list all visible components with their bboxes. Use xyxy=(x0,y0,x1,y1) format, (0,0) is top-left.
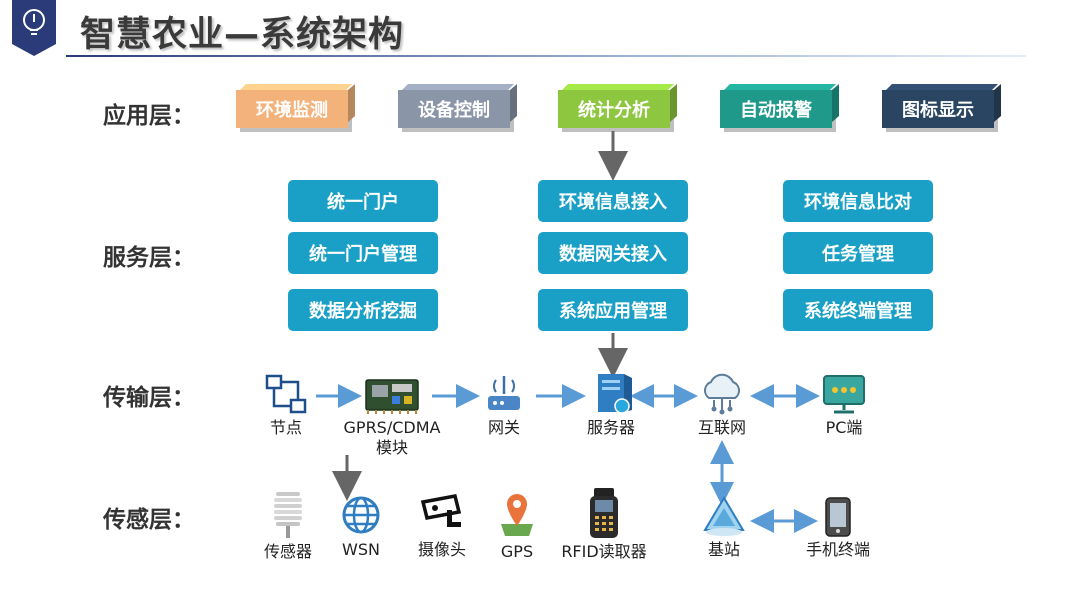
sensing-base-station[interactable]: 基站 xyxy=(694,494,754,560)
internet-label: 互联网 xyxy=(697,418,746,437)
transport-node[interactable]: 节点 xyxy=(256,372,316,438)
pc-label: PC端 xyxy=(825,418,863,437)
node-icon xyxy=(265,374,307,414)
sensing-gps[interactable]: GPS xyxy=(492,490,542,562)
internet-icon xyxy=(704,373,740,415)
layer-label-service: 服务层： xyxy=(103,245,195,271)
app-box-environment-monitoring[interactable]: 环境监测 xyxy=(236,90,348,128)
service-box[interactable]: 环境信息接入 xyxy=(538,180,688,222)
sensing-mobile[interactable]: 手机终端 xyxy=(796,496,880,560)
module-label: 模块 xyxy=(375,438,408,457)
layer-label-application: 应用层： xyxy=(103,103,195,129)
service-box[interactable]: 环境信息比对 xyxy=(783,180,933,222)
service-box[interactable]: 统一门户 xyxy=(288,180,438,222)
gprs-module-icon xyxy=(365,379,419,414)
camera-icon xyxy=(420,493,462,527)
base-station-label: 基站 xyxy=(707,540,740,559)
server-label: 服务器 xyxy=(586,418,635,437)
service-box[interactable]: 任务管理 xyxy=(783,232,933,274)
sensor-icon xyxy=(274,492,302,538)
app-box-label: 设备控制 xyxy=(418,100,490,121)
app-box-statistics[interactable]: 统计分析 xyxy=(558,90,670,128)
app-box-device-control[interactable]: 设备控制 xyxy=(398,90,510,128)
service-box[interactable]: 系统应用管理 xyxy=(538,289,688,331)
wsn-label: WSN xyxy=(342,540,380,559)
lightbulb-badge-icon xyxy=(12,0,56,56)
server-icon xyxy=(598,374,632,414)
camera-label: 摄像头 xyxy=(417,540,466,559)
app-box-auto-alarm[interactable]: 自动报警 xyxy=(720,90,832,128)
title-divider xyxy=(66,55,1026,57)
gateway-icon xyxy=(488,376,520,410)
sensor-label: 传感器 xyxy=(263,542,312,561)
app-box-label: 图标显示 xyxy=(902,100,974,121)
sensing-camera[interactable]: 摄像头 xyxy=(410,492,474,560)
wsn-icon xyxy=(342,496,380,534)
service-box[interactable]: 统一门户管理 xyxy=(288,232,438,274)
pc-icon xyxy=(823,375,865,414)
gateway-label: 网关 xyxy=(487,418,520,437)
page-title: 智慧农业—系统架构 xyxy=(80,15,405,55)
rfid-label: RFID读取器 xyxy=(561,542,647,561)
layer-label-sensing: 传感层： xyxy=(103,507,195,533)
gps-icon xyxy=(501,494,533,536)
sensing-wsn[interactable]: WSN xyxy=(334,492,388,560)
gps-label: GPS xyxy=(500,542,534,561)
service-box[interactable]: 系统终端管理 xyxy=(783,289,933,331)
transport-gprs-module[interactable]: GPRS/CDMA 模块 xyxy=(330,372,454,458)
service-box[interactable]: 数据网关接入 xyxy=(538,232,688,274)
app-box-label: 自动报警 xyxy=(740,100,812,121)
mobile-label: 手机终端 xyxy=(805,540,870,559)
transport-internet[interactable]: 互联网 xyxy=(690,370,754,438)
sensing-rfid-reader[interactable]: RFID读取器 xyxy=(552,486,656,562)
gprs-label: GPRS/CDMA xyxy=(343,418,441,437)
transport-pc[interactable]: PC端 xyxy=(812,372,876,438)
node-label: 节点 xyxy=(269,418,302,437)
layer-label-transport: 传输层： xyxy=(103,385,195,411)
sensing-sensor[interactable]: 传感器 xyxy=(256,490,320,562)
service-box[interactable]: 数据分析挖掘 xyxy=(288,289,438,331)
base-station-icon xyxy=(703,496,745,536)
app-box-label: 环境监测 xyxy=(256,100,328,121)
transport-gateway[interactable]: 网关 xyxy=(474,372,534,438)
transport-server[interactable]: 服务器 xyxy=(576,370,646,438)
app-box-label: 统计分析 xyxy=(578,100,650,121)
mobile-icon xyxy=(825,497,851,537)
rfid-reader-icon xyxy=(590,488,618,538)
app-box-chart-display[interactable]: 图标显示 xyxy=(882,90,994,128)
